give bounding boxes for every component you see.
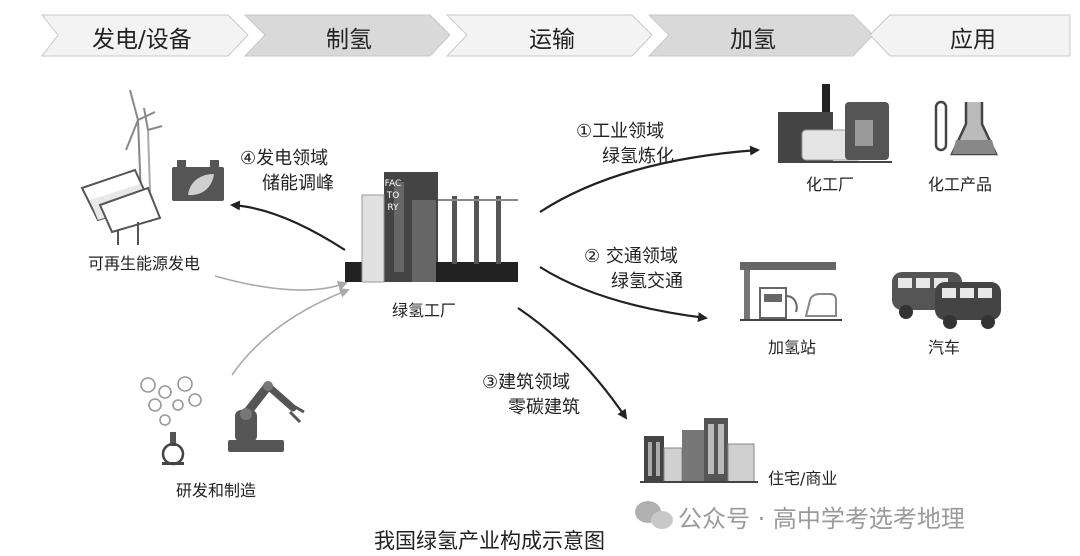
stage-label-production: 制氢 xyxy=(326,27,372,53)
flow-transport-line2: 绿氢交通 xyxy=(611,271,683,292)
stage-label-refueling: 加氢 xyxy=(730,27,776,53)
solar-panel-icon xyxy=(80,168,162,245)
hydrogen-station-icon xyxy=(740,262,842,321)
arrow-storage xyxy=(230,200,346,251)
bus-icon xyxy=(892,272,1001,329)
idea-bubbles-icon xyxy=(140,376,202,426)
stage-label-application: 应用 xyxy=(950,27,996,53)
flow-building-line2: 零碳建筑 xyxy=(508,397,580,418)
vehicle-label: 汽车 xyxy=(928,338,961,357)
renewable-power-label: 可再生能源发电 xyxy=(88,254,201,273)
flow-storage-line2: 储能调峰 xyxy=(262,173,334,194)
arrow-renewable-in xyxy=(214,275,348,291)
flow-transport-line1: ② 交通领域 xyxy=(584,246,678,267)
battery-icon xyxy=(172,160,224,201)
flask-icon xyxy=(161,432,185,466)
watermark-text: 公众号 · 高中学考选考地理 xyxy=(678,505,965,533)
factory-sign: FACTORY xyxy=(384,179,402,213)
stage-chevron-2 xyxy=(243,14,451,57)
green-hydrogen-factory-label: 绿氢工厂 xyxy=(392,301,457,320)
flow-storage-line1: ④发电领域 xyxy=(240,148,329,169)
arrow-rnd-in xyxy=(231,288,350,376)
factory-icon xyxy=(345,172,518,283)
arrow-transport xyxy=(539,266,708,322)
stage-label-power: 发电/设备 xyxy=(92,27,192,53)
stage-chevron-4 xyxy=(647,14,874,57)
stage-chevron-3 xyxy=(445,14,653,57)
stage-chevron-1 xyxy=(40,14,249,57)
flow-industry-line1: ①工业领域 xyxy=(576,121,665,142)
residential-commercial-label: 住宅/商业 xyxy=(768,469,838,488)
flow-building-line1: ③建筑领域 xyxy=(482,372,571,393)
robot-arm-icon xyxy=(228,381,305,452)
arrow-building xyxy=(517,307,628,420)
rnd-manufacturing-label: 研发和制造 xyxy=(176,481,257,500)
buildings-icon xyxy=(640,418,758,483)
chemical-plant-label: 化工厂 xyxy=(806,175,855,194)
stage-bar xyxy=(40,14,1071,57)
chemical-products-label: 化工产品 xyxy=(928,175,993,194)
hydrogen-station-label: 加氢站 xyxy=(768,338,817,357)
arrow-industry xyxy=(539,145,760,213)
wechat-icon xyxy=(635,501,673,529)
chemical-plant-icon xyxy=(778,84,892,163)
stage-label-transport: 运输 xyxy=(529,27,575,53)
stage-chevron-5 xyxy=(869,14,1071,57)
figure-caption: 我国绿氢产业构成示意图 xyxy=(374,529,605,553)
flow-industry-line2: 绿氢炼化 xyxy=(602,146,674,167)
lab-glassware-icon xyxy=(934,100,998,156)
